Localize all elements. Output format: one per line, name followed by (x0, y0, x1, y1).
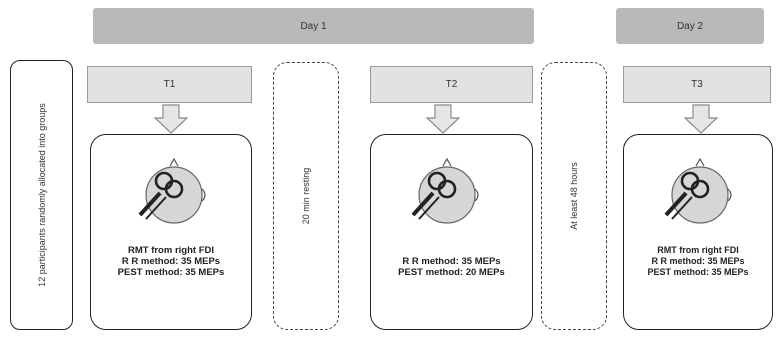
panel-t1-line-2: R R method: 35 MEPs (91, 256, 251, 267)
panel-t3-text: RMT from right FDI R R method: 35 MEPs P… (624, 245, 772, 278)
day1-label: Day 1 (300, 21, 326, 32)
tab-t3: T3 (623, 66, 771, 103)
tab-t3-label: T3 (691, 79, 703, 90)
panel-t2-text: R R method: 35 MEPs PEST method: 20 MEPs (371, 256, 532, 278)
head-coil-icon (407, 149, 483, 233)
rest-text: 20 min resting (301, 168, 311, 225)
down-arrow-icon (425, 104, 461, 134)
panel-t1-text: RMT from right FDI R R method: 35 MEPs P… (91, 245, 251, 278)
panel-t3: RMT from right FDI R R method: 35 MEPs P… (623, 134, 773, 330)
head-coil-icon (134, 149, 210, 233)
tab-t1: T1 (87, 66, 252, 103)
head-coil-icon (660, 149, 736, 233)
panel-t3-line-2: R R method: 35 MEPs (624, 256, 772, 267)
panel-t2-line-1: R R method: 35 MEPs (371, 256, 532, 267)
panel-t1: RMT from right FDI R R method: 35 MEPs P… (90, 134, 252, 330)
interval-text: At least 48 hours (569, 162, 579, 230)
day2-banner: Day 2 (616, 8, 764, 44)
allocation-text: 12 participants randomly allocated into … (36, 70, 48, 320)
panel-t2-line-2: PEST method: 20 MEPs (371, 267, 532, 278)
panel-t1-line-1: RMT from right FDI (91, 245, 251, 256)
allocation-box: 12 participants randomly allocated into … (10, 60, 73, 330)
tab-t2: T2 (370, 66, 533, 103)
tab-t2-label: T2 (446, 79, 458, 90)
rest-box: 20 min resting (273, 62, 339, 330)
panel-t1-line-3: PEST method: 35 MEPs (91, 267, 251, 278)
down-arrow-icon (153, 104, 189, 134)
down-arrow-icon (683, 104, 719, 134)
interval-box: At least 48 hours (541, 62, 607, 330)
tab-t1-label: T1 (164, 79, 176, 90)
day2-label: Day 2 (677, 21, 703, 32)
panel-t3-line-1: RMT from right FDI (624, 245, 772, 256)
panel-t2: R R method: 35 MEPs PEST method: 20 MEPs (370, 134, 533, 330)
panel-t3-line-3: PEST method: 35 MEPs (624, 267, 772, 278)
day1-banner: Day 1 (93, 8, 534, 44)
